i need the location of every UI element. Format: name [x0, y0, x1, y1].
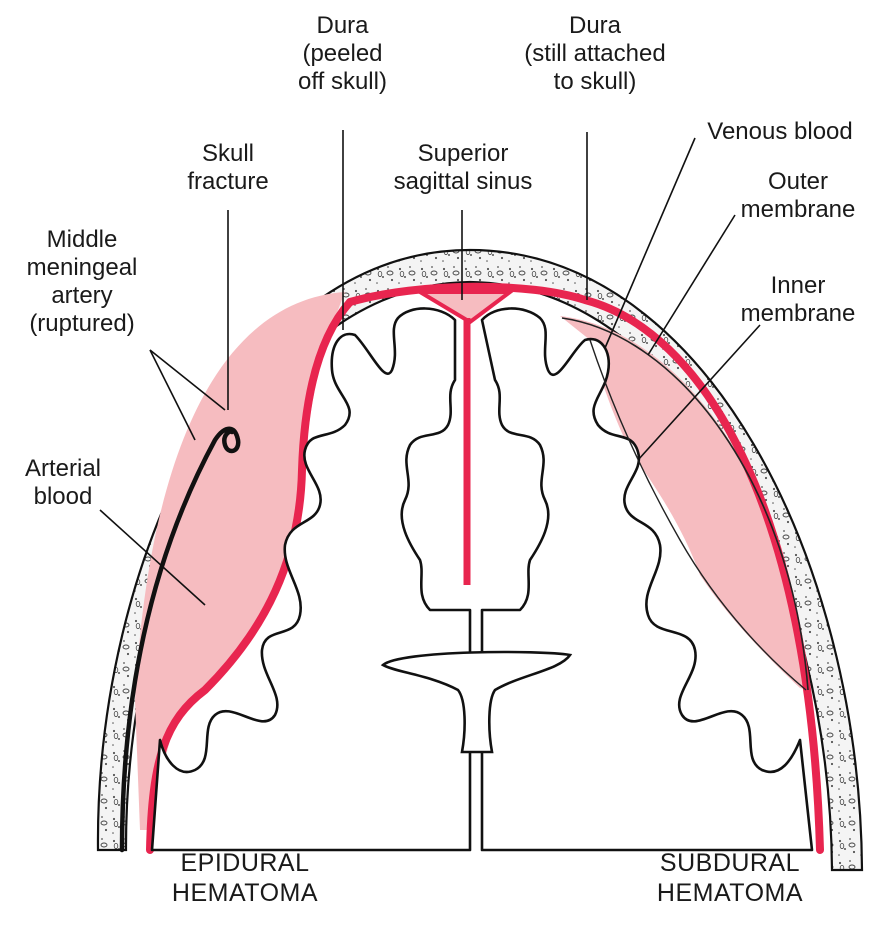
leader-artery-1: [150, 350, 195, 440]
label-outer-membrane: Outer membrane: [728, 168, 868, 224]
label-venous-blood: Venous blood: [690, 118, 870, 146]
label-subdural-hematoma: SUBDURAL HEMATOMA: [630, 848, 830, 908]
label-epidural-hematoma: EPIDURAL HEMATOMA: [150, 848, 340, 908]
label-superior-sagittal-sinus: Superior sagittal sinus: [376, 140, 550, 196]
label-arterial-blood: Arterial blood: [8, 455, 118, 511]
label-skull-fracture: Skull fracture: [172, 140, 284, 196]
leader-venous-blood: [605, 138, 695, 348]
label-middle-meningeal-artery: Middle meningeal artery (ruptured): [14, 226, 150, 338]
label-dura-attached: Dura (still attached to skull): [505, 12, 685, 96]
label-dura-peeled: Dura (peeled off skull): [275, 12, 410, 96]
label-inner-membrane: Inner membrane: [728, 272, 868, 328]
leader-outer-membrane: [648, 215, 735, 355]
